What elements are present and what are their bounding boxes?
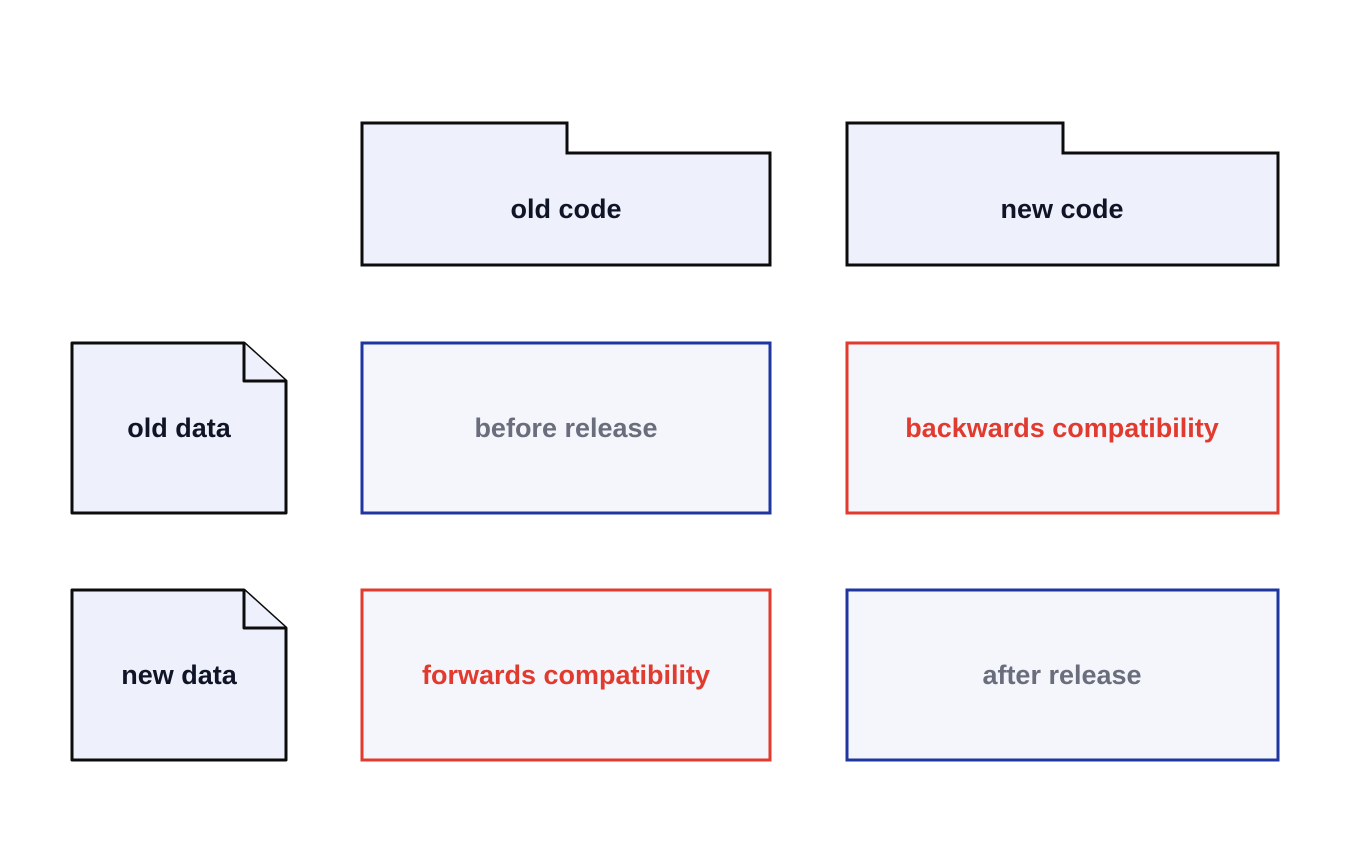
column-label-old-code: old code <box>510 194 621 224</box>
cell-label-forwards-compatibility: forwards compatibility <box>422 660 710 690</box>
cell-label-before-release: before release <box>474 413 657 443</box>
cell-after-release: after release <box>845 588 1280 762</box>
row-label-new-data: new data <box>121 660 238 690</box>
document-fold-icon <box>242 590 286 630</box>
column-header-new-code: new code <box>845 121 1280 267</box>
cell-box <box>360 588 772 762</box>
cell-backwards-compatibility: backwards compatibility <box>845 341 1280 515</box>
document-icon <box>70 588 288 762</box>
folder-icon <box>360 121 772 267</box>
folder-icon <box>845 121 1280 267</box>
cell-forwards-compatibility: forwards compatibility <box>360 588 772 762</box>
cell-box <box>845 588 1280 762</box>
cell-label-backwards-compatibility: backwards compatibility <box>905 413 1219 443</box>
row-label-old-data: old data <box>127 413 231 443</box>
column-header-old-code: old code <box>360 121 772 267</box>
document-fold-icon <box>242 343 286 383</box>
row-header-old-data: old data <box>70 341 288 515</box>
cell-box <box>845 341 1280 515</box>
document-icon <box>70 341 288 515</box>
column-label-new-code: new code <box>1000 194 1123 224</box>
row-header-new-data: new data <box>70 588 288 762</box>
cell-box <box>360 341 772 515</box>
cell-before-release: before release <box>360 341 772 515</box>
cell-label-after-release: after release <box>982 660 1141 690</box>
